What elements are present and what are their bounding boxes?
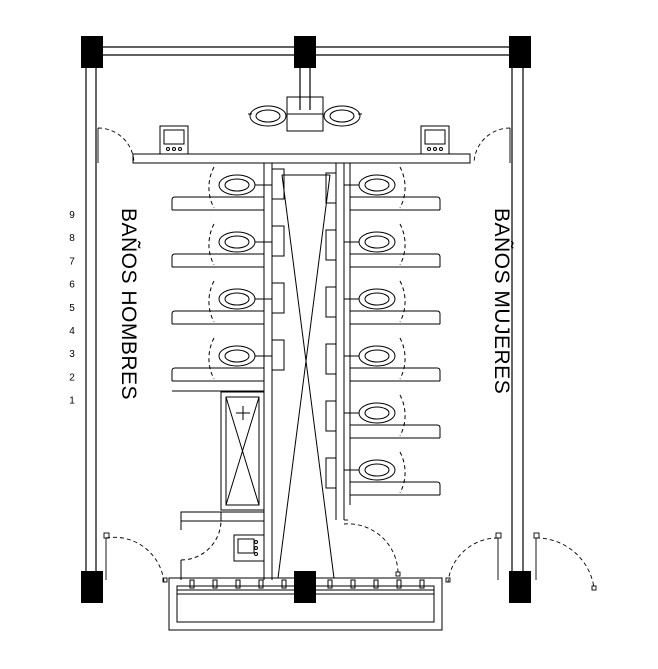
- counter-tick: [304, 579, 310, 589]
- scale-number: 6: [69, 280, 75, 291]
- room-label-women: BAÑOS MUJERES: [490, 208, 514, 394]
- scale-number: 2: [69, 372, 75, 383]
- counter-tick: [281, 579, 287, 589]
- scale-number: 9: [69, 210, 75, 221]
- column-top-center: [294, 36, 316, 68]
- men-stall: [171, 337, 285, 382]
- column-bottom-right: [509, 571, 531, 603]
- stall-header-wall: [132, 153, 471, 164]
- scale-number: 3: [69, 349, 75, 360]
- counter-tick: [350, 579, 356, 589]
- scale-number: 4: [69, 326, 75, 337]
- column-top-right: [509, 36, 531, 68]
- column-bottom-left: [81, 571, 103, 603]
- women-stalls: [325, 163, 441, 505]
- women-stall: [325, 334, 441, 391]
- counter-tick: [235, 579, 241, 589]
- room-label-men: BAÑOS HOMBRES: [117, 208, 141, 400]
- counter-tick: [212, 579, 218, 589]
- scale-numbers: 9 8 7 6 5 4 3 2 1: [69, 210, 75, 407]
- counter-tick: [189, 579, 195, 589]
- counter-tick: [373, 579, 379, 589]
- doors-top: [97, 127, 511, 164]
- sink-top-right: [420, 125, 450, 155]
- doors-bottom: [103, 519, 597, 591]
- men-stall: [171, 280, 285, 325]
- column-top-left: [81, 36, 103, 68]
- outer-walls: [85, 46, 524, 575]
- scale-number: 5: [69, 303, 75, 314]
- women-stall: [325, 391, 441, 448]
- men-stall: [171, 223, 285, 268]
- men-stalls: [171, 166, 285, 392]
- scale-number: 7: [69, 256, 75, 267]
- women-stall: [325, 163, 441, 220]
- women-stall: [325, 220, 441, 277]
- counter-tick: [396, 579, 402, 589]
- women-stall: [325, 277, 441, 334]
- urinals-top: [248, 96, 362, 132]
- counter-tick: [258, 579, 264, 589]
- shower: [220, 391, 265, 511]
- structural-columns: [81, 36, 531, 603]
- bottom-counter-ticks: [189, 579, 425, 589]
- scale-number: 8: [69, 233, 75, 244]
- scale-number: 1: [69, 396, 75, 407]
- counter-tick: [327, 579, 333, 589]
- men-stall: [171, 166, 285, 211]
- women-stall: [325, 448, 441, 505]
- counter-tick: [419, 579, 425, 589]
- service-room: [170, 511, 265, 580]
- sink-top-left: [159, 125, 189, 155]
